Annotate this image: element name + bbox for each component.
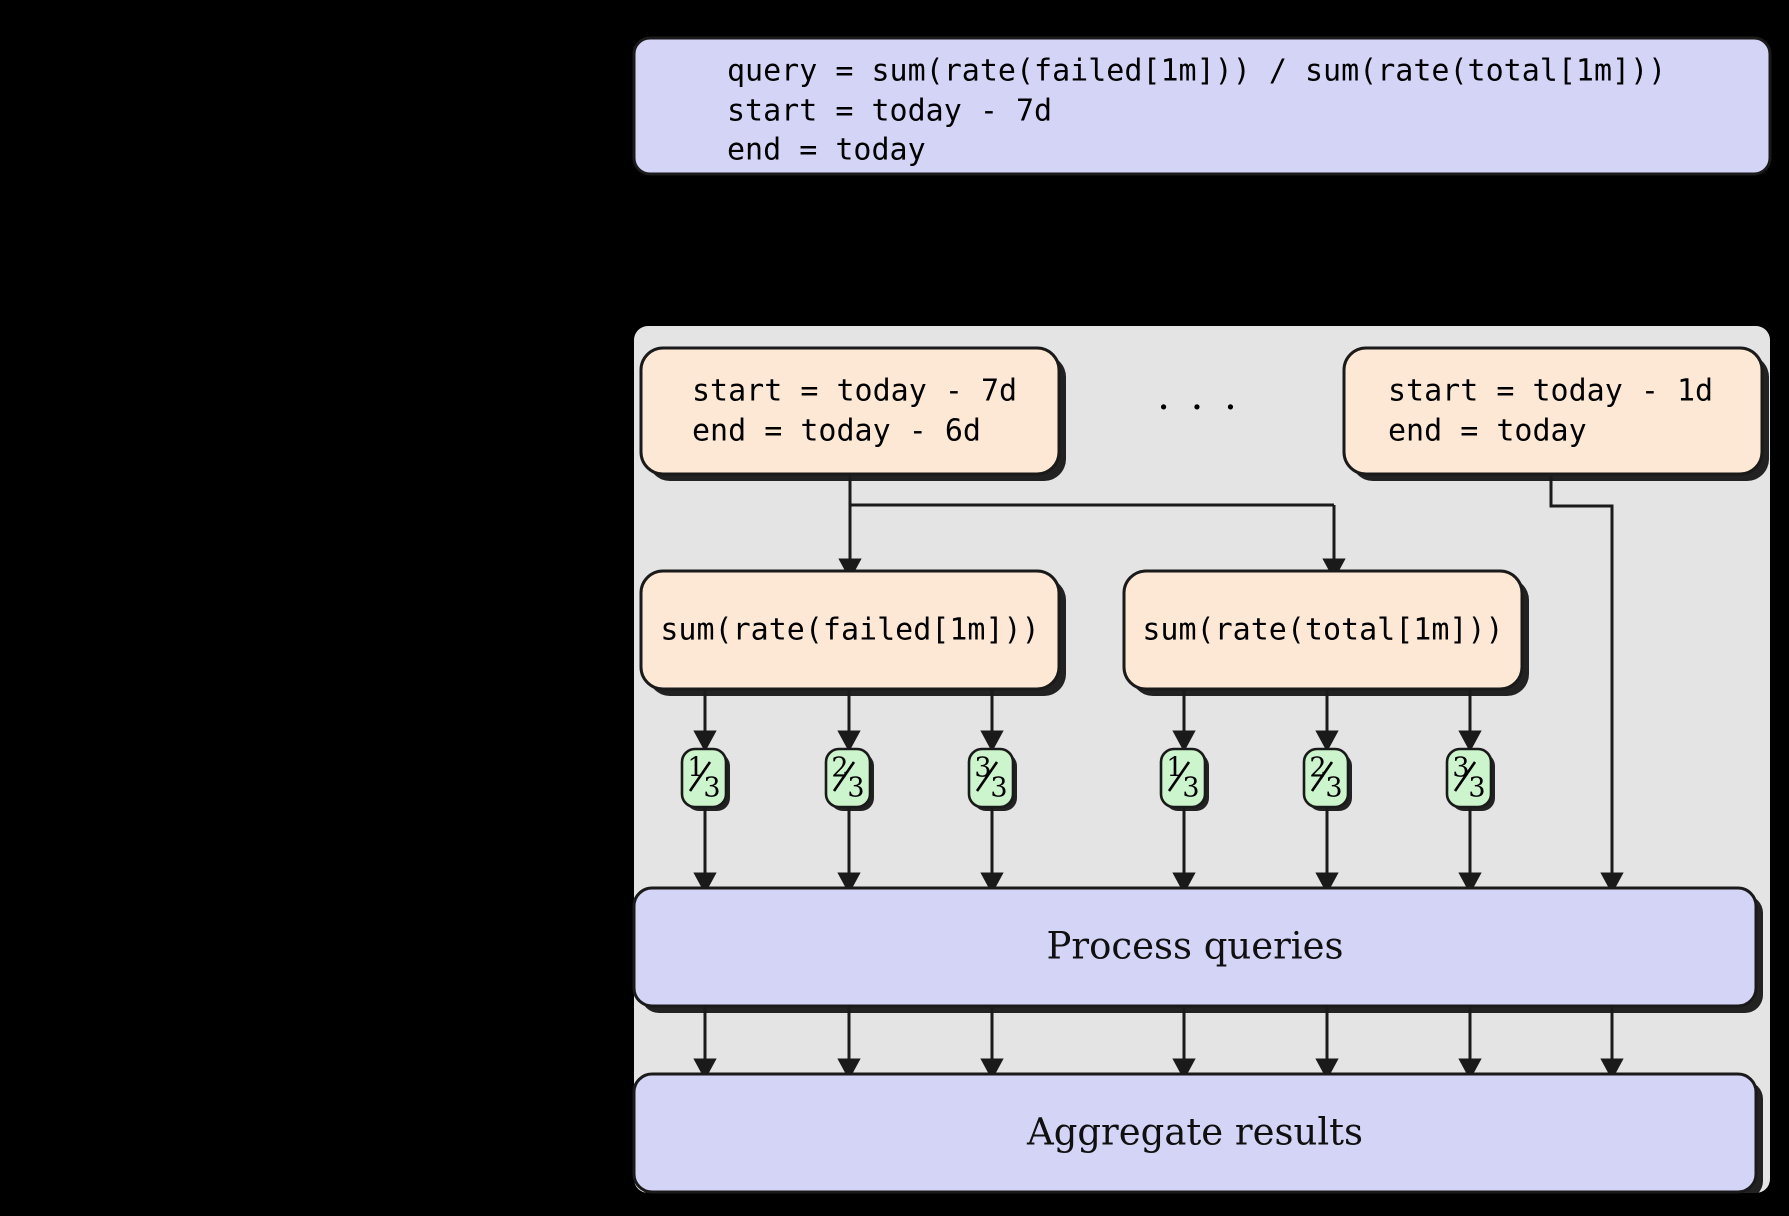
fraction-total-3-denominator: 3 bbox=[1468, 773, 1485, 804]
subquery-total-shape bbox=[1122, 569, 1524, 691]
subquery-total-label: sum(rate(total[1m])) bbox=[1142, 613, 1503, 648]
aggregate-results-label: Aggregate results bbox=[1026, 1111, 1363, 1154]
query-spec-box: query = sum(rate(failed[1m])) / sum(rate… bbox=[632, 36, 1777, 181]
fraction-total-3-slash bbox=[1453, 761, 1477, 792]
time-shard-last-line-1: end = today bbox=[1388, 414, 1587, 449]
fraction-failed-3: 3 3 bbox=[967, 747, 1017, 811]
edges-subquery-to-fractions bbox=[693, 689, 1482, 752]
query-spec-line-1: start = today - 7d bbox=[727, 94, 1052, 129]
query-spec-line-2: end = today bbox=[727, 133, 926, 168]
fraction-total-2-numerator: 2 bbox=[1309, 753, 1326, 784]
fraction-total-2: 2 3 bbox=[1302, 747, 1352, 811]
edge-shard-to-subqueries bbox=[838, 474, 1346, 580]
time-shard-first-shape bbox=[639, 346, 1061, 476]
time-shard-first-line-0: start = today - 7d bbox=[692, 374, 1017, 409]
time-shard-first-line-1: end = today - 6d bbox=[692, 414, 981, 449]
fraction-failed-2-numerator: 2 bbox=[831, 753, 848, 784]
fraction-total-2-denominator: 3 bbox=[1325, 773, 1342, 804]
fraction-failed-2: 2 3 bbox=[824, 747, 874, 811]
fraction-failed-3-denominator: 3 bbox=[990, 773, 1007, 804]
shard-ellipsis: · · · bbox=[1157, 385, 1241, 431]
time-shard-last-line-0: start = today - 1d bbox=[1388, 374, 1713, 409]
fraction-total-3-numerator: 3 bbox=[1452, 753, 1469, 784]
aggregate-results-shape bbox=[632, 1072, 1758, 1194]
fraction-total-3: 3 3 bbox=[1445, 747, 1495, 811]
edges-fractions-to-process bbox=[693, 807, 1482, 894]
process-queries-shape bbox=[632, 886, 1758, 1008]
subquery-total: sum(rate(total[1m])) bbox=[1122, 569, 1529, 696]
time-shard-last-shape bbox=[1342, 346, 1764, 476]
process-queries-box: Process queries bbox=[632, 886, 1763, 1013]
fraction-failed-3-slash bbox=[975, 761, 999, 792]
aggregate-results-box: Aggregate results bbox=[632, 1072, 1763, 1199]
fraction-failed-2-denominator: 3 bbox=[847, 773, 864, 804]
fraction-failed-3-numerator: 3 bbox=[974, 753, 991, 784]
fraction-total-1-slash bbox=[1167, 761, 1191, 792]
edge-last-shard-to-process bbox=[1549, 474, 1624, 894]
fraction-failed-1: 1 3 bbox=[680, 747, 730, 811]
fraction-failed-1-denominator: 3 bbox=[703, 773, 720, 804]
process-queries-label: Process queries bbox=[1046, 925, 1343, 968]
time-shard-first: start = today - 7d end = today - 6d bbox=[639, 346, 1066, 481]
subquery-failed-label: sum(rate(failed[1m])) bbox=[660, 613, 1039, 648]
fraction-total-2-slash bbox=[1310, 761, 1334, 792]
query-spec-box-shape bbox=[632, 36, 1772, 176]
fraction-total-1-numerator: 1 bbox=[1166, 753, 1183, 784]
time-shard-last: start = today - 1d end = today bbox=[1342, 346, 1769, 481]
subquery-failed: sum(rate(failed[1m])) bbox=[639, 569, 1066, 696]
query-spec-line-0: query = sum(rate(failed[1m])) / sum(rate… bbox=[727, 54, 1666, 89]
fraction-total-1: 1 3 bbox=[1159, 747, 1209, 811]
fraction-failed-2-slash bbox=[832, 761, 856, 792]
edges-process-to-aggregate bbox=[693, 1006, 1624, 1080]
fraction-failed-1-slash bbox=[688, 761, 712, 792]
fraction-total-1-denominator: 3 bbox=[1182, 773, 1199, 804]
fraction-failed-1-numerator: 1 bbox=[687, 753, 704, 784]
